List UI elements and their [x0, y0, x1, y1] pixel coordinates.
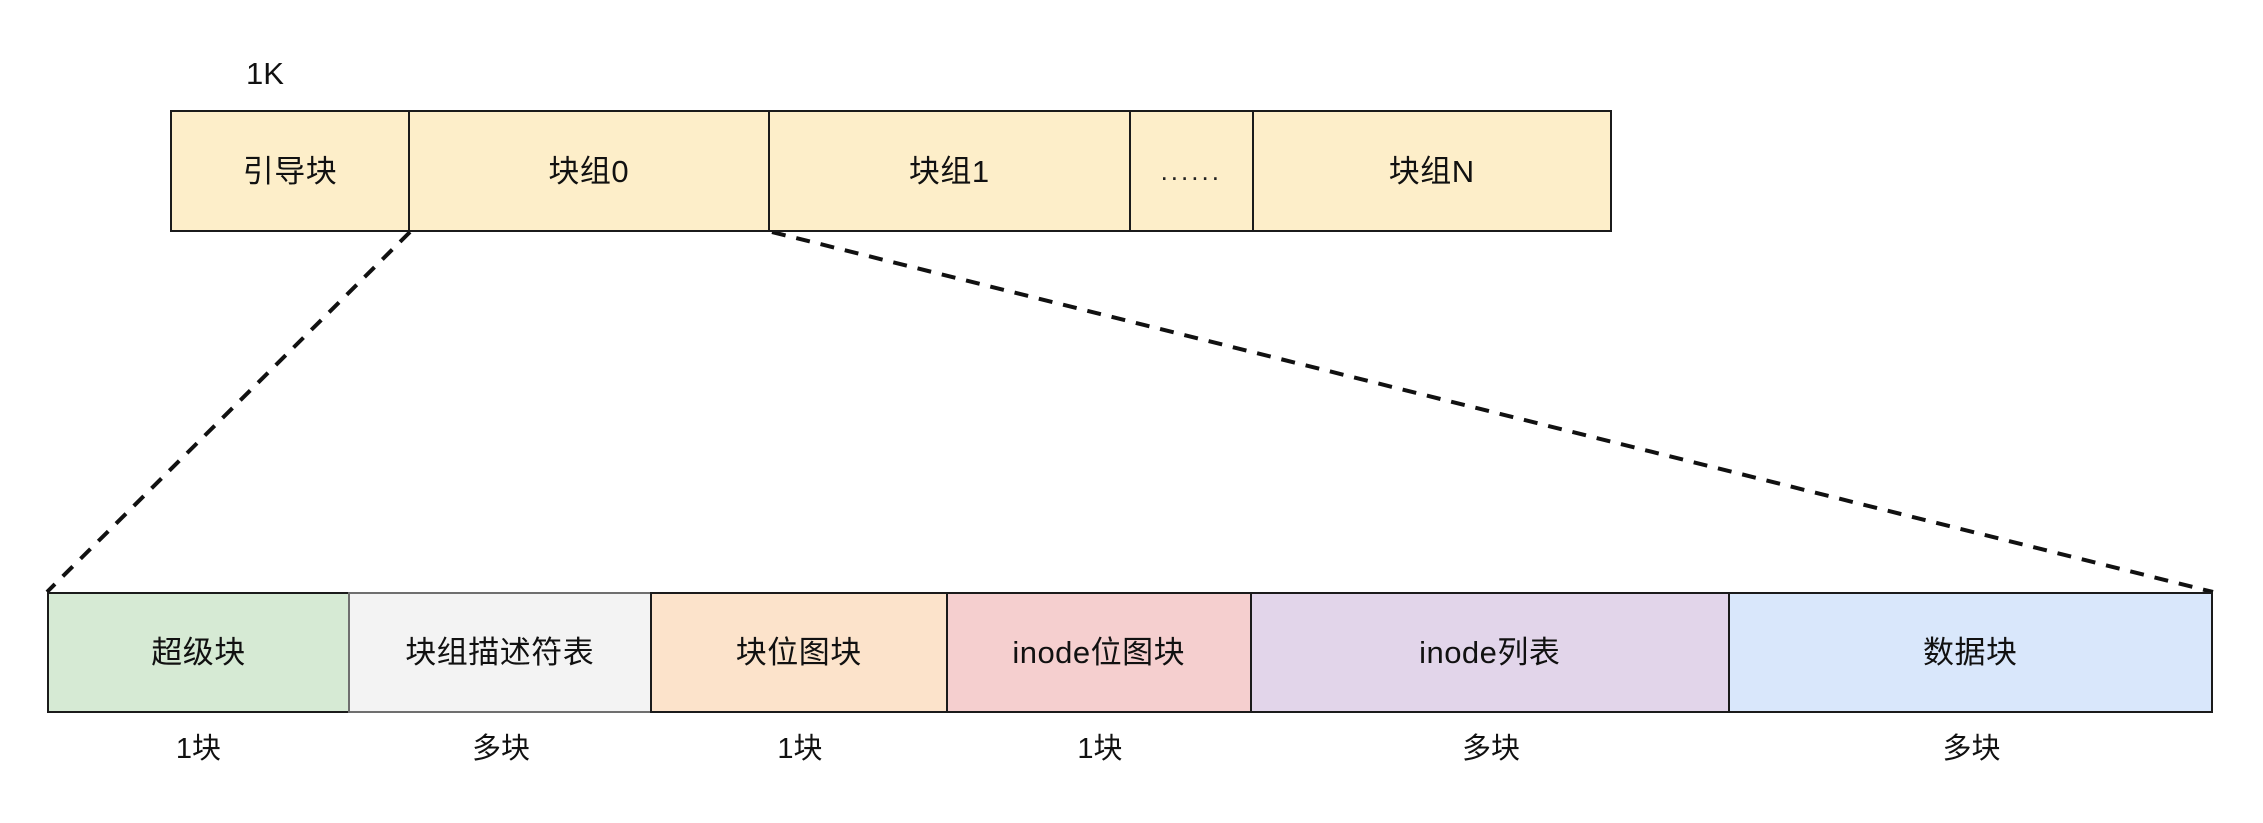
- caption-text: 1块: [777, 733, 823, 765]
- disk-cell-ellipsis: ......: [1128, 110, 1254, 232]
- block-group-cell-label: 数据块: [1923, 635, 2018, 670]
- caption-inode-table: 多块: [1252, 735, 1730, 775]
- caption-text: 1块: [175, 733, 222, 765]
- block-group-cell-label: inode位图块: [1012, 635, 1186, 670]
- block-group-cell-label: 超级块: [151, 635, 246, 670]
- caption-inode-bitmap: 1块: [948, 735, 1252, 775]
- caption-text: 1块: [1077, 733, 1123, 765]
- block-group-cell-label: 块位图块: [735, 635, 862, 670]
- block-group-cell-inode-bitmap: inode位图块: [945, 592, 1252, 713]
- disk-cell-boot-block: 引导块: [170, 110, 410, 232]
- caption-text: 多块: [1942, 733, 2001, 765]
- disk-cell-block-group-0: 块组0: [407, 110, 770, 232]
- block-group-cell-block-bitmap: 块位图块: [649, 592, 948, 713]
- right-expansion-line: [771, 230, 2214, 594]
- disk-cell-label: 引导块: [242, 153, 338, 189]
- block-group-cell-group-descriptor-table: 块组描述符表: [347, 592, 652, 713]
- block-group-cell-label: 块组描述符表: [405, 635, 595, 670]
- disk-cell-label: 块组N: [1388, 153, 1475, 189]
- block-group-cell-data-blocks: 数据块: [1727, 592, 2213, 713]
- block-group-layout-bar: 超级块 块组描述符表 块位图块 inode位图块 inode列表 数据块: [47, 592, 2213, 713]
- caption-block-bitmap: 1块: [652, 735, 948, 775]
- block-group-captions: 1块 多块 1块 1块 多块 多块: [47, 735, 2213, 775]
- disk-cell-label: 块组1: [908, 153, 990, 189]
- caption-group-descriptor-table: 多块: [350, 735, 652, 775]
- block-group-cell-superblock: 超级块: [47, 592, 350, 713]
- caption-data-blocks: 多块: [1730, 735, 2213, 775]
- caption-text: 多块: [471, 733, 530, 765]
- disk-cell-label: 块组0: [548, 153, 630, 189]
- block-group-cell-label: inode列表: [1419, 635, 1561, 670]
- disk-cell-block-group-n: 块组N: [1251, 110, 1612, 232]
- caption-text: 多块: [1461, 733, 1520, 765]
- disk-layout-bar: 引导块 块组0 块组1 ...... 块组N: [170, 110, 1612, 232]
- caption-superblock: 1块: [47, 735, 350, 775]
- boot-block-size-label: 1K: [246, 56, 284, 91]
- disk-cell-block-group-1: 块组1: [767, 110, 1131, 232]
- disk-cell-label: ......: [1160, 156, 1222, 186]
- left-expansion-line: [45, 230, 412, 594]
- block-group-cell-inode-table: inode列表: [1249, 592, 1730, 713]
